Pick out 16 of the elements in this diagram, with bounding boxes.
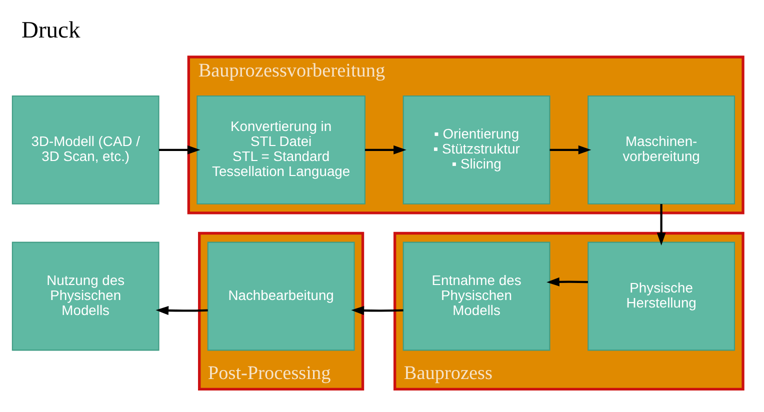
arrow (550, 145, 592, 154)
arrow (656, 204, 666, 246)
node-box: Maschinen- vorbereitung (588, 95, 736, 204)
node-box: Nachbearbeitung (207, 242, 355, 351)
diagram-title: Druck (22, 17, 80, 44)
arrow (546, 277, 588, 286)
node-box: ▪ Orientierung ▪ Stützstruktur ▪ Slicing (402, 95, 550, 204)
node-box: Entnahme des Physischen Modells (402, 242, 550, 351)
node-box: Physische Herstellung (588, 242, 736, 351)
node-box: Konvertierung in STL Datei STL = Standard Tessellation Language (196, 95, 366, 204)
node-box: Nutzung des Physischen Modells (12, 242, 160, 351)
arrow (158, 145, 200, 154)
node-box: 3D-Modell (CAD / 3D Scan, etc.) (12, 95, 160, 204)
arrow (351, 306, 404, 316)
arrow (364, 145, 406, 154)
arrow (156, 306, 208, 316)
